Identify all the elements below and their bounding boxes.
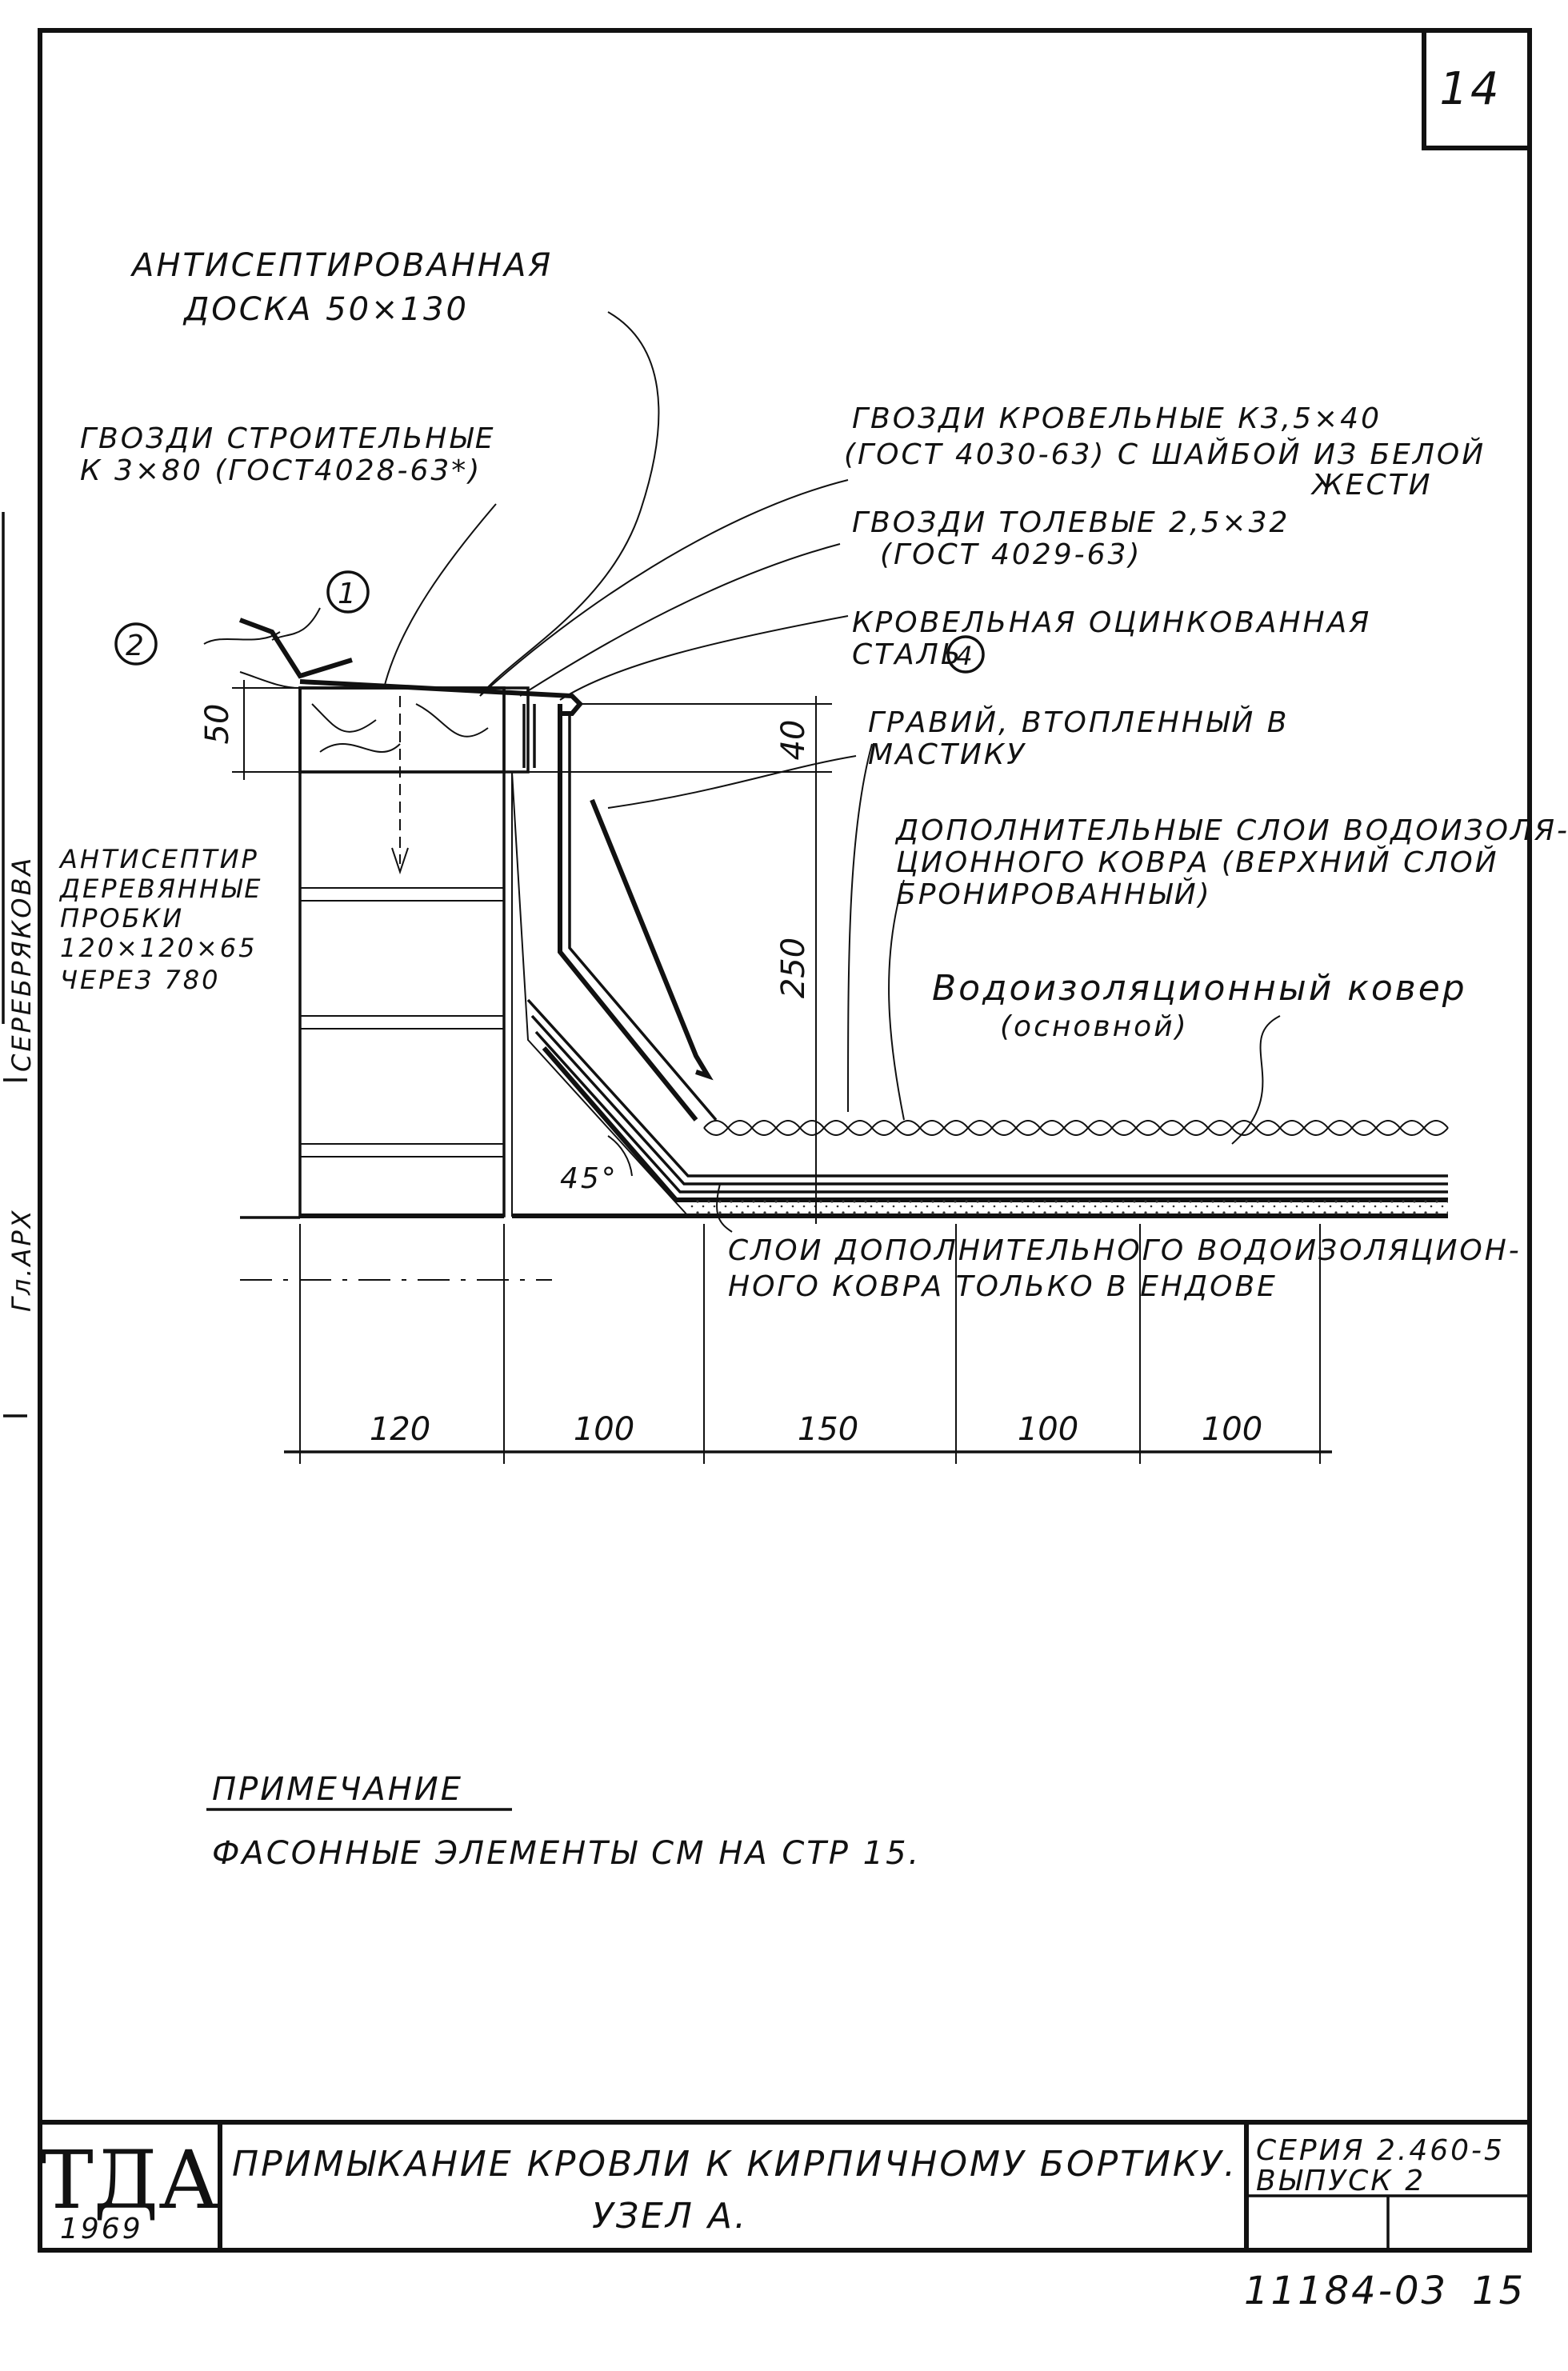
brick-wall	[298, 686, 506, 1218]
svg-text:4: 4	[956, 641, 974, 671]
tar-nails-label-1: ГВОЗДИ ТОЛЕВЫЕ 2,5×32	[852, 506, 1290, 539]
bottom-dimensions: 120 100 150 100 100	[284, 1224, 1332, 1464]
title-line-2: УЗЕЛ А.	[592, 2196, 748, 2237]
doc-number: 11184-03	[1244, 2269, 1448, 2313]
carpet-label-1: Водоизоляционный ковер	[932, 968, 1467, 1009]
svg-text:40: 40	[775, 720, 812, 761]
build-nails-label-2: К 3×80 (ГОСТ4028-63*)	[80, 454, 482, 487]
svg-text:250: 250	[775, 938, 812, 998]
svg-text:50: 50	[199, 704, 236, 745]
waterproof-layers	[512, 998, 1448, 1218]
valley-label-1: СЛОИ ДОПОЛНИТЕЛЬНОГО ВОДОИЗОЛЯЦИОН-	[728, 1234, 1522, 1267]
fascia-elements: 1 2	[114, 570, 370, 679]
dim-50: 50	[199, 680, 300, 780]
year: 1969	[60, 2213, 143, 2245]
gravel-label-1: ГРАВИЙ, ВТОПЛЕННЫЙ В	[868, 706, 1289, 739]
steel-label-1: КРОВЕЛЬНАЯ ОЦИНКОВАННАЯ	[852, 606, 1371, 639]
svg-text:100: 100	[1018, 1411, 1078, 1448]
antiseptic-board	[298, 686, 530, 875]
marker-4-circle	[946, 635, 985, 674]
board-label-2: ДОСКА 50×130	[182, 291, 469, 328]
dim-40: 40 250	[528, 696, 832, 1224]
steel-label-2: СТАЛЬ	[852, 638, 963, 671]
plugs-label-2: ДЕРЕВЯННЫЕ	[58, 874, 262, 904]
build-nails-label-1: ГВОЗДИ СТРОИТЕЛЬНЫЕ	[80, 422, 496, 455]
title-line-1: ПРИМЫКАНИЕ КРОВЛИ К КИРПИЧНОМУ БОРТИКУ.	[232, 2144, 1238, 2185]
svg-text:120: 120	[370, 1411, 430, 1448]
roof-nails-label-3: ЖЕСТИ	[1310, 469, 1433, 502]
marker-1-circle	[326, 570, 370, 614]
series-line-2: ВЫПУСК 2	[1256, 2165, 1426, 2197]
roof-nails-label-1: ГВОЗДИ КРОВЕЛЬНЫЕ К3,5×40	[852, 402, 1382, 435]
extra-layers-label-2: ЦИОННОГО КОВРА (ВЕРХНИЙ СЛОЙ	[896, 846, 1499, 879]
series-line-1: СЕРИЯ 2.460-5	[1256, 2134, 1505, 2167]
svg-text:150: 150	[798, 1411, 858, 1448]
title-block: ТДА 1969 ПРИМЫКАНИЕ КРОВЛИ К КИРПИЧНОМУ …	[40, 2120, 1530, 2250]
side-stamp: СЕРЕБРЯКОВА Гл.АРХ	[2, 512, 37, 1417]
note: ПРИМЕЧАНИЕ ФАСОННЫЕ ЭЛЕМЕНТЫ СМ НА СТР 1…	[206, 1771, 921, 1872]
page-number-box: 14	[1422, 30, 1530, 150]
note-text: ФАСОННЫЕ ЭЛЕМЕНТЫ СМ НА СТР 15.	[212, 1835, 921, 1872]
extra-layers-label-1: ДОПОЛНИТЕЛЬНЫЕ СЛОИ ВОДОИЗОЛЯ-	[894, 814, 1568, 847]
angle-label: 45°	[560, 1162, 618, 1195]
leader-lines	[203, 311, 1281, 1233]
side-stamp-role: Гл.АРХ	[6, 1208, 37, 1312]
board-label-1: АНТИСЕПТИРОВАННАЯ	[130, 247, 553, 284]
sheet-frame	[38, 28, 1532, 2253]
carpet-label-2: (основной)	[1000, 1010, 1189, 1043]
plugs-label-3: ПРОБКИ	[60, 903, 184, 934]
plugs-label-4: 120×120×65	[60, 933, 258, 963]
valley-label-2: НОГО КОВРА ТОЛЬКО В ЕНДОВЕ	[728, 1270, 1278, 1303]
marker-2-circle	[114, 622, 158, 666]
note-title: ПРИМЕЧАНИЕ	[212, 1771, 463, 1808]
roof-nails-label-2: (ГОСТ 4030-63) С ШАЙБОЙ ИЗ БЕЛОЙ	[844, 438, 1486, 471]
svg-text:1: 1	[338, 578, 358, 610]
gravel-label-2: МАСТИКУ	[868, 738, 1026, 771]
callouts: АНТИСЕПТИРОВАННАЯ ДОСКА 50×130 ГВОЗДИ СТ…	[58, 247, 1568, 1303]
plugs-label-1: АНТИСЕПТИР	[58, 844, 259, 874]
svg-text:2: 2	[126, 630, 146, 662]
page-number: 14	[1439, 63, 1501, 115]
concrete-fillet	[511, 771, 690, 1217]
logo-tda: ТДА	[40, 2133, 219, 2227]
svg-text:100: 100	[574, 1411, 634, 1448]
svg-text:100: 100	[1202, 1411, 1262, 1448]
side-stamp-name: СЕРЕБРЯКОВА	[6, 856, 37, 1072]
plugs-label-5: ЧЕРЕЗ 780	[60, 965, 220, 995]
extra-layers-label-3: БРОНИРОВАННЫЙ)	[896, 878, 1212, 911]
roof-detail-drawing: 45° 50 40 250 120 100 150 100	[114, 311, 1449, 1464]
gravel	[703, 1120, 1449, 1136]
tar-nails-label-2: (ГОСТ 4029-63)	[880, 538, 1142, 571]
sheet-number: 15	[1472, 2269, 1526, 2313]
